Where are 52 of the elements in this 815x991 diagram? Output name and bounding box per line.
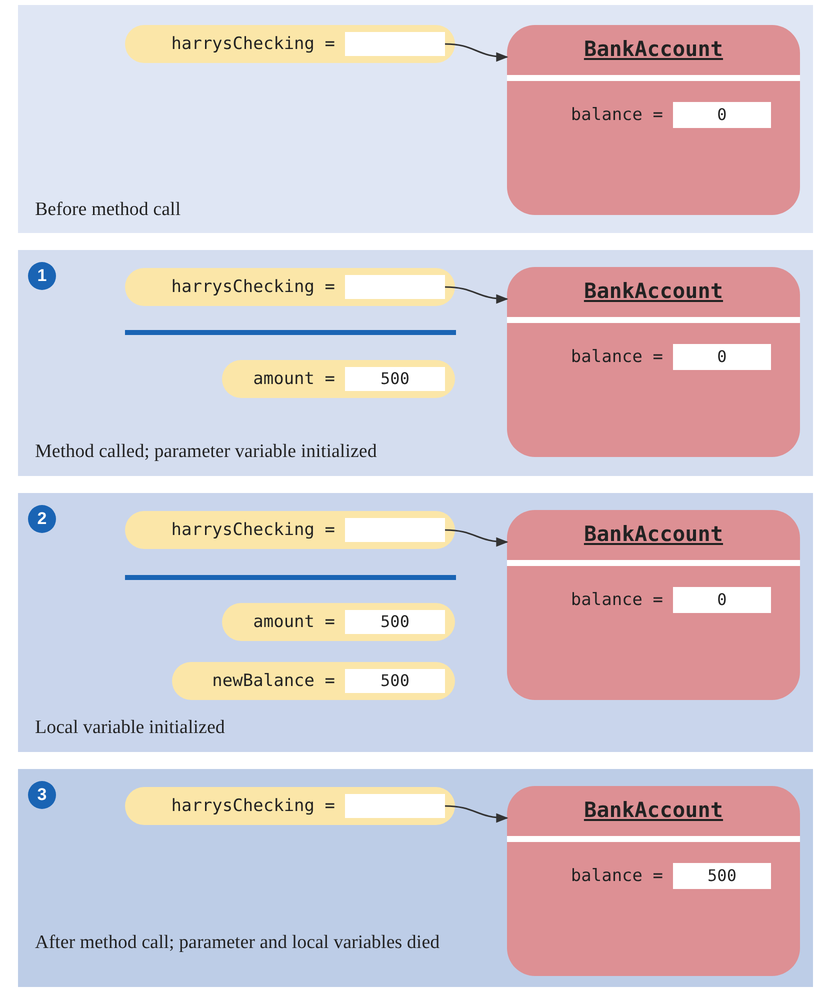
arrow — [444, 529, 508, 546]
variable-pill — [222, 360, 455, 398]
object-box — [507, 510, 800, 700]
object-box — [507, 25, 800, 215]
field-name: balance = — [570, 865, 663, 888]
value-box: 0 — [673, 587, 771, 613]
value-box: 0 — [673, 344, 771, 370]
panel-background — [18, 769, 813, 987]
step-badge: 1 — [28, 262, 56, 290]
class-name: BankAccount — [582, 522, 724, 546]
variable-name: harrysChecking = — [170, 519, 335, 542]
class-name: BankAccount — [582, 798, 724, 822]
panel-background — [18, 5, 813, 233]
empty-value-box — [345, 275, 445, 299]
empty-value-box — [345, 32, 445, 56]
arrow — [444, 43, 508, 62]
value-box: 500 — [345, 367, 445, 391]
variable-name: newBalance = — [211, 670, 335, 693]
variable-name: harrysChecking = — [170, 276, 335, 299]
variable-pill — [125, 787, 455, 825]
arrow — [444, 805, 508, 822]
object-box — [507, 267, 800, 457]
value-box: 500 — [345, 610, 445, 634]
variable-pill — [125, 25, 455, 63]
class-name: BankAccount — [582, 279, 724, 303]
step-badge: 2 — [28, 505, 56, 533]
panel-label: Local variable initialized — [35, 716, 226, 740]
panel-label: After method call; parameter and local variables died — [35, 931, 441, 955]
class-name: BankAccount — [582, 37, 724, 61]
object-box — [507, 786, 800, 976]
panel-background — [18, 493, 813, 752]
variable-pill — [125, 268, 455, 306]
value-box: 500 — [673, 863, 771, 889]
panel-label: Before method call — [35, 198, 182, 222]
variable-pill — [172, 662, 455, 700]
field-name: balance = — [570, 346, 663, 369]
variable-name: amount = — [252, 611, 335, 634]
empty-value-box — [345, 518, 445, 542]
value-box: 0 — [673, 102, 771, 128]
field-name: balance = — [570, 104, 663, 127]
arrow — [444, 286, 508, 304]
panel-label: Method called; parameter variable initialized — [35, 440, 378, 464]
variable-pill — [125, 511, 455, 549]
field-name: balance = — [570, 589, 663, 612]
value-box: 500 — [345, 669, 445, 693]
variable-pill — [222, 603, 455, 641]
step-badge: 3 — [28, 781, 56, 809]
panel-background — [18, 250, 813, 476]
variable-name: amount = — [252, 368, 335, 391]
variable-name: harrysChecking = — [170, 33, 335, 56]
empty-value-box — [345, 794, 445, 818]
variable-name: harrysChecking = — [170, 795, 335, 818]
